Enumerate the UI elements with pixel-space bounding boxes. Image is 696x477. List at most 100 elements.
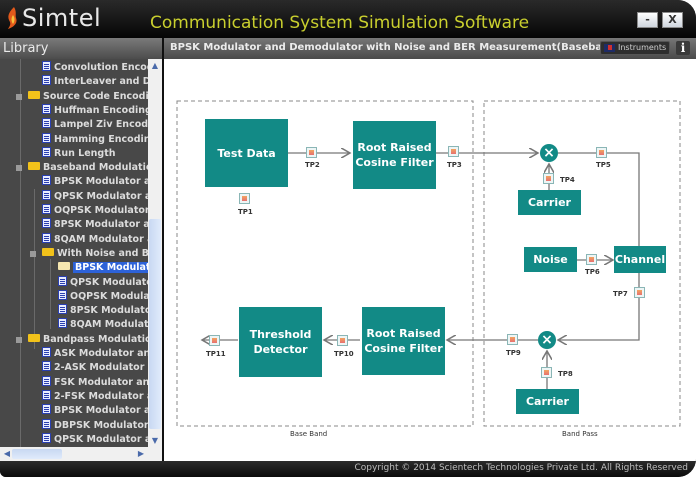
test-point-4-label: TP4 xyxy=(560,176,575,184)
library-item-label: OQPSK Modulator and Demodulator xyxy=(54,205,148,216)
bandpass-group-label: Band Pass xyxy=(562,430,598,438)
library-item[interactable]: DBPSK Modulator and Demodulator xyxy=(42,418,148,433)
tree-guide-line xyxy=(50,259,51,329)
library-item[interactable]: ASK Modulator and Demodulator xyxy=(42,347,148,361)
library-item[interactable]: 8PSK Modulator and Demodulator xyxy=(42,218,148,232)
library-item[interactable]: BPSK Modulator and Demodulator xyxy=(58,261,148,275)
library-item[interactable]: Lampel Ziv Encoding xyxy=(42,118,148,132)
collapse-toggle-icon[interactable] xyxy=(16,336,22,343)
document-icon xyxy=(42,75,51,86)
tab-title: BPSK Modulator and Demodulator with Nois… xyxy=(170,42,621,53)
library-item[interactable]: 2-FSK Modulator and Demodulator xyxy=(42,389,148,404)
collapse-toggle-icon[interactable] xyxy=(16,165,22,172)
library-item[interactable]: QPSK Modulator and Demodulator xyxy=(42,189,148,204)
test-point-8-label: TP8 xyxy=(558,370,573,378)
library-item[interactable]: OQPSK Modulator and Demodulator xyxy=(58,289,148,304)
library-item[interactable]: Huffman Encoding and Decoding xyxy=(42,103,148,118)
library-header: Library xyxy=(0,38,162,59)
library-item[interactable]: 2-ASK Modulator and Demodulator xyxy=(42,361,148,375)
rrc-filter-rx-block[interactable]: Root Raised Cosine Filter xyxy=(362,307,445,375)
test-point-11[interactable] xyxy=(209,335,220,346)
mixer-tx-icon[interactable]: × xyxy=(540,144,558,162)
bandpass-group-border xyxy=(483,100,681,427)
mixer-rx-icon[interactable]: × xyxy=(538,331,556,349)
library-item-label: QPSK Modulator and Demodulator xyxy=(70,276,148,288)
document-icon xyxy=(42,61,51,71)
document-icon xyxy=(42,218,51,229)
library-item[interactable]: 8QAM Modulator and Demodulator xyxy=(58,318,148,332)
test-data-block[interactable]: Test Data xyxy=(205,119,288,187)
library-item-label: Lampel Ziv Encoding xyxy=(54,119,148,131)
library-item[interactable]: 8QAM Modulator and Demodulator xyxy=(42,232,148,247)
library-item[interactable]: Source Code Encoding xyxy=(28,90,148,104)
document-icon xyxy=(58,275,67,286)
library-item[interactable]: Baseband Modulation Techniques xyxy=(28,161,148,175)
scroll-up-icon[interactable]: ▲ xyxy=(151,61,159,70)
carrier-tx-block[interactable]: Carrier xyxy=(518,190,581,215)
carrier-rx-block[interactable]: Carrier xyxy=(516,389,579,414)
library-item[interactable]: Convolution Encoding xyxy=(42,61,148,75)
horizontal-scroll-thumb[interactable] xyxy=(12,449,62,459)
collapse-toggle-icon[interactable] xyxy=(16,93,22,100)
test-point-5-label: TP5 xyxy=(596,161,611,169)
library-panel: Convolution EncodingInterLeaver and Dein… xyxy=(0,59,162,461)
close-button[interactable]: X xyxy=(662,12,683,28)
vertical-scroll-thumb[interactable] xyxy=(149,219,161,429)
library-item[interactable]: QPSK Modulator and Demodulator xyxy=(58,275,148,290)
folder-icon xyxy=(28,333,40,342)
instruments-button[interactable]: Instruments xyxy=(600,41,670,55)
test-point-2-label: TP2 xyxy=(305,161,320,169)
rrc-filter-tx-block[interactable]: Root Raised Cosine Filter xyxy=(353,121,436,189)
document-icon xyxy=(42,132,51,143)
minimize-button[interactable]: - xyxy=(637,12,658,28)
threshold-detector-block[interactable]: Threshold Detector xyxy=(239,307,322,377)
title-bar: Simtel Communication System Simulation S… xyxy=(0,0,696,38)
noise-block[interactable]: Noise xyxy=(524,247,577,272)
document-icon xyxy=(42,189,51,200)
document-icon xyxy=(42,204,51,214)
test-point-2[interactable] xyxy=(306,147,317,158)
library-item[interactable]: QPSK Modulator and Demodulator xyxy=(42,432,148,447)
test-point-3[interactable] xyxy=(448,146,459,157)
library-item[interactable]: OQPSK Modulator and Demodulator xyxy=(42,204,148,218)
test-point-9[interactable] xyxy=(507,334,518,345)
library-item[interactable]: InterLeaver and Deinterleaver xyxy=(42,75,148,89)
document-icon xyxy=(42,146,51,157)
test-point-5[interactable] xyxy=(596,147,607,158)
tree-guide-line xyxy=(34,189,35,349)
test-point-6[interactable] xyxy=(586,254,597,265)
library-item[interactable]: Run Length xyxy=(42,146,116,161)
scroll-left-icon[interactable]: ◀ xyxy=(3,449,11,458)
library-item[interactable]: BPSK Modulator and Demodulator xyxy=(42,404,148,418)
library-item-label: InterLeaver and Deinterleaver xyxy=(54,76,148,88)
instruments-icon xyxy=(604,44,615,52)
test-point-4[interactable] xyxy=(543,173,554,184)
test-point-1[interactable] xyxy=(239,193,250,204)
library-item-label: Huffman Encoding and Decoding xyxy=(54,104,148,116)
collapse-toggle-icon[interactable] xyxy=(30,250,36,257)
horizontal-scrollbar[interactable]: ◀ ▶ xyxy=(0,447,162,461)
document-icon xyxy=(42,361,51,372)
library-item-label: FSK Modulator and Demodulator xyxy=(54,376,148,388)
library-item[interactable]: With Noise and BER Measurement xyxy=(42,247,148,261)
vertical-scrollbar[interactable]: ▲ ▼ xyxy=(148,59,162,447)
test-point-8[interactable] xyxy=(541,367,552,378)
info-button[interactable]: i xyxy=(676,41,690,55)
library-item[interactable]: Hamming Encoding and Decoding xyxy=(42,132,148,147)
baseband-group-border xyxy=(176,100,474,427)
baseband-group-label: Base Band xyxy=(290,430,328,438)
copyright-text: Copyright © 2014 Scientech Technologies … xyxy=(354,463,689,473)
library-item[interactable]: BPSK Modulator and Demodulator xyxy=(42,175,148,189)
library-item[interactable]: 8PSK Modulator and Demodulator xyxy=(58,304,148,318)
footer-bar: Copyright © 2014 Scientech Technologies … xyxy=(0,461,696,477)
test-point-10[interactable] xyxy=(337,335,348,346)
library-item[interactable]: FSK Modulator and Demodulator xyxy=(42,375,148,390)
document-icon xyxy=(42,432,51,443)
scroll-right-icon[interactable]: ▶ xyxy=(137,449,145,458)
document-icon xyxy=(58,289,67,300)
channel-block[interactable]: Channel xyxy=(614,246,666,273)
test-point-7[interactable] xyxy=(634,287,645,298)
scroll-down-icon[interactable]: ▼ xyxy=(151,436,159,445)
folder-icon xyxy=(28,90,40,99)
library-item[interactable]: Bandpass Modulation Techniques xyxy=(28,333,148,347)
